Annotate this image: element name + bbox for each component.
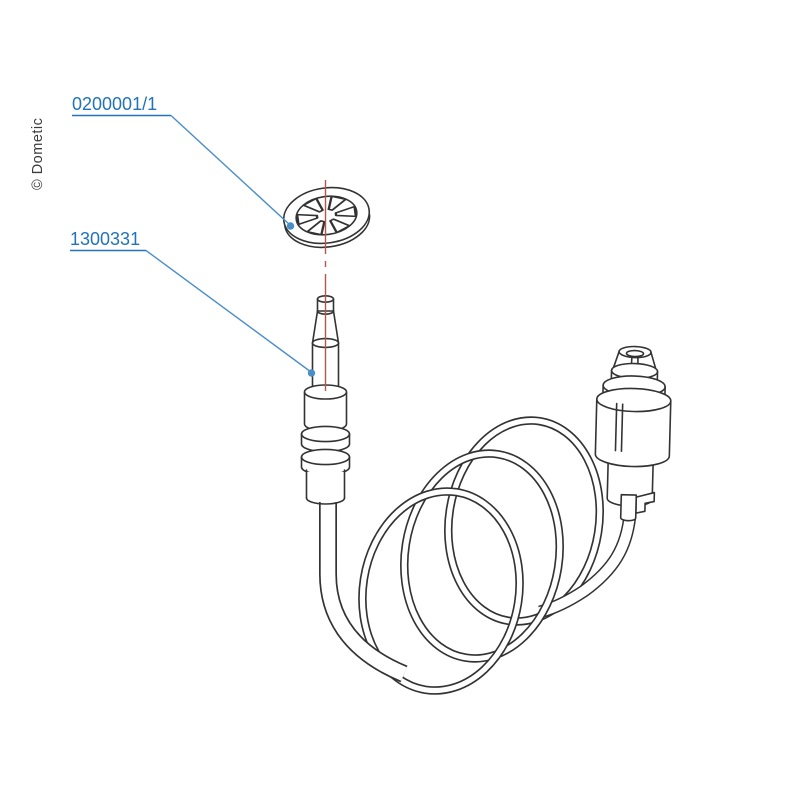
part-capillary-coil bbox=[444, 416, 637, 626]
washer-rim-thickness bbox=[284, 213, 371, 249]
part-capillary-coil-front bbox=[319, 449, 564, 695]
coil-loop-middle bbox=[400, 449, 564, 663]
part-connector-nut bbox=[594, 345, 672, 522]
part-push-nut-washer bbox=[282, 186, 371, 249]
part-number-label[interactable]: 1300331 bbox=[70, 229, 140, 249]
probe-barrel bbox=[311, 342, 340, 393]
coil-loop-back bbox=[444, 416, 604, 626]
probe-lower-barrel bbox=[305, 469, 346, 499]
connector-body bbox=[594, 387, 672, 468]
leader-line bbox=[170, 114, 291, 226]
callout-1: 0200001/1 bbox=[72, 94, 295, 230]
coil-loop-front bbox=[358, 487, 524, 695]
callout-dot bbox=[307, 369, 316, 377]
connector-bore-hole bbox=[625, 349, 645, 358]
probe-sleeve bbox=[303, 384, 348, 432]
callout-2: 1300331 bbox=[70, 229, 316, 377]
copyright-watermark: © Dometic bbox=[30, 117, 46, 190]
callout-dot bbox=[286, 222, 295, 230]
part-number-label[interactable]: 0200001/1 bbox=[72, 94, 157, 114]
probe-ring-1 bbox=[300, 425, 351, 453]
capillary-tube-left bbox=[319, 502, 408, 683]
capillary-tube-right bbox=[538, 513, 637, 619]
leader-line bbox=[145, 249, 312, 373]
connector-stub-left bbox=[619, 493, 638, 522]
washer-star-teeth bbox=[295, 195, 358, 236]
